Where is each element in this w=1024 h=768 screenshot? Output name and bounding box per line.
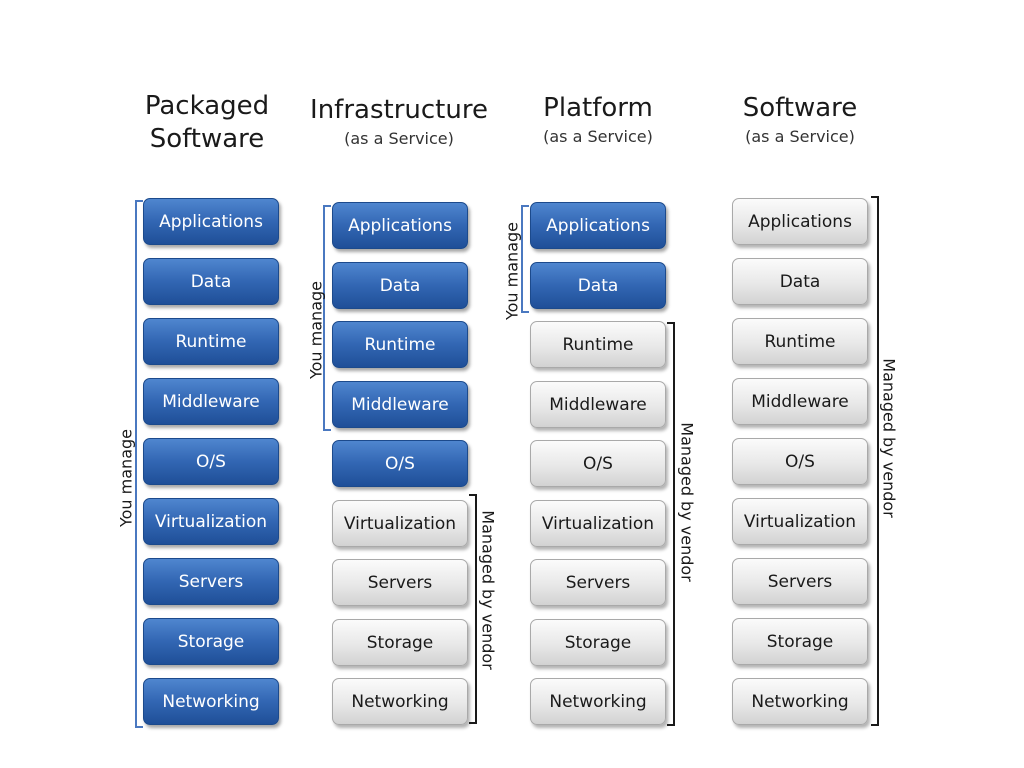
layer-servers: Servers bbox=[530, 559, 666, 606]
layer-middleware: Middleware bbox=[732, 378, 868, 425]
layer-applications: Applications bbox=[332, 202, 468, 249]
vendor-managed-label: Managed by vendor bbox=[677, 422, 697, 582]
layer-networking: Networking bbox=[530, 678, 666, 725]
layer-virtualization: Virtualization bbox=[332, 500, 468, 547]
layer-virtualization: Virtualization bbox=[732, 498, 868, 545]
layer-runtime: Runtime bbox=[732, 318, 868, 365]
column-title: Infrastructure bbox=[310, 95, 488, 125]
layer-storage: Storage bbox=[732, 618, 868, 665]
you-manage-label: You manage bbox=[116, 429, 136, 527]
you-manage-bracket bbox=[521, 205, 529, 313]
layer-servers: Servers bbox=[732, 558, 868, 605]
layer-middleware: Middleware bbox=[332, 381, 468, 428]
layer-networking: Networking bbox=[732, 678, 868, 725]
you-manage-label: You manage bbox=[502, 222, 522, 320]
layer-storage: Storage bbox=[530, 619, 666, 666]
title-line-2: Software bbox=[149, 124, 265, 154]
layer-networking: Networking bbox=[143, 678, 279, 725]
column-subtitle: (as a Service) bbox=[543, 127, 653, 146]
layer-servers: Servers bbox=[332, 559, 468, 606]
column-title: Software bbox=[742, 93, 858, 123]
layer-middleware: Middleware bbox=[143, 378, 279, 425]
column-subtitle: (as a Service) bbox=[745, 127, 855, 146]
layer-applications: Applications bbox=[530, 202, 666, 249]
column-title: Packaged Software bbox=[97, 90, 317, 156]
layer-networking: Networking bbox=[332, 678, 468, 725]
layer-data: Data bbox=[332, 262, 468, 309]
vendor-managed-label: Managed by vendor bbox=[478, 510, 498, 670]
layer-applications: Applications bbox=[143, 198, 279, 245]
you-manage-bracket bbox=[323, 205, 331, 431]
vendor-managed-bracket bbox=[871, 196, 879, 726]
layer-applications: Applications bbox=[732, 198, 868, 245]
layer-data: Data bbox=[530, 262, 666, 309]
you-manage-bracket bbox=[135, 200, 143, 728]
layer-os: O/S bbox=[530, 440, 666, 487]
layer-virtualization: Virtualization bbox=[530, 500, 666, 547]
layer-servers: Servers bbox=[143, 558, 279, 605]
layer-storage: Storage bbox=[143, 618, 279, 665]
layer-runtime: Runtime bbox=[143, 318, 279, 365]
layer-os: O/S bbox=[732, 438, 868, 485]
vendor-managed-label: Managed by vendor bbox=[879, 358, 899, 518]
layer-runtime: Runtime bbox=[332, 321, 468, 368]
you-manage-label: You manage bbox=[306, 281, 326, 379]
column-subtitle: (as a Service) bbox=[344, 129, 454, 148]
layer-data: Data bbox=[143, 258, 279, 305]
layer-middleware: Middleware bbox=[530, 381, 666, 428]
layer-data: Data bbox=[732, 258, 868, 305]
layer-os: O/S bbox=[143, 438, 279, 485]
column-title: Platform bbox=[543, 93, 653, 123]
title-line-1: Packaged bbox=[144, 91, 270, 121]
layer-runtime: Runtime bbox=[530, 321, 666, 368]
layer-storage: Storage bbox=[332, 619, 468, 666]
vendor-managed-bracket bbox=[667, 322, 675, 726]
layer-virtualization: Virtualization bbox=[143, 498, 279, 545]
vendor-managed-bracket bbox=[469, 494, 477, 724]
layer-os: O/S bbox=[332, 440, 468, 487]
